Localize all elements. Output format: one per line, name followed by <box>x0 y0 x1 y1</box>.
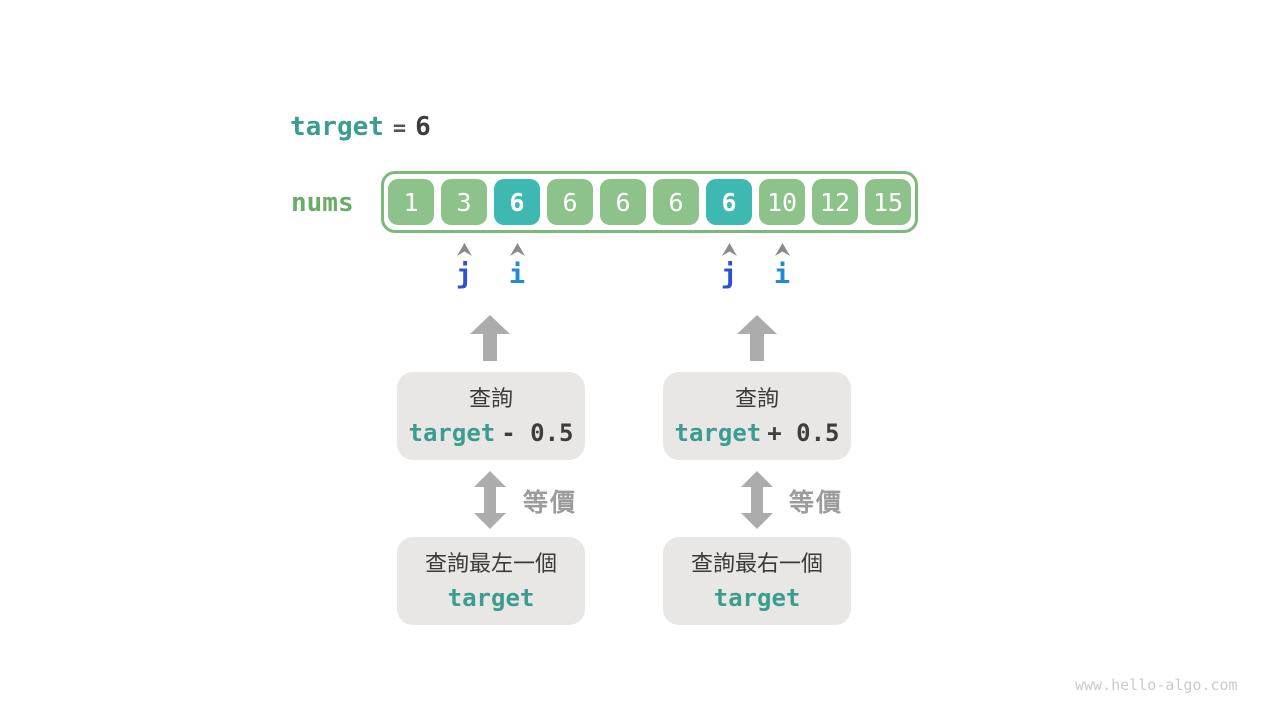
target-variable: target <box>713 583 801 612</box>
target-assignment: target = 6 <box>290 112 431 144</box>
pointer-label: i <box>508 259 526 290</box>
query-text: 查詢 <box>734 385 779 411</box>
pointer-i-right: i <box>767 243 797 290</box>
arrow-up-icon <box>470 315 510 361</box>
pointer-j-left: j <box>449 243 479 290</box>
array-cell: 12 <box>812 179 858 225</box>
watermark: www.hello-algo.com <box>1075 676 1238 694</box>
query-text: 查詢 <box>468 385 513 411</box>
pointer-j-right: j <box>714 243 744 290</box>
array-cell: 6 <box>600 179 646 225</box>
query-box-right: 查詢 target+ 0.5 <box>663 372 851 460</box>
caret-up-icon <box>721 243 737 256</box>
arrow-up-icon <box>737 315 777 361</box>
caret-up-icon <box>456 243 472 256</box>
pointer-label: j <box>455 259 473 290</box>
result-box-right: 查詢最右一個 target <box>663 537 851 625</box>
query-expression: target+ 0.5 <box>675 418 840 448</box>
pointer-label: j <box>720 259 738 290</box>
arrow-up-down-icon <box>741 471 773 529</box>
equivalence-label: 等價 <box>789 489 844 517</box>
result-text: 查詢最右一個 <box>690 550 823 576</box>
array-cell: 6 <box>653 179 699 225</box>
nums-label: nums <box>291 188 354 218</box>
pointer-label: i <box>773 259 791 290</box>
result-box-left: 查詢最左一個 target <box>397 537 585 625</box>
array-cell: 15 <box>865 179 911 225</box>
result-text: 查詢最左一個 <box>424 550 557 576</box>
pointer-i-left: i <box>502 243 532 290</box>
expression-op: + 0.5 <box>767 418 840 447</box>
equals-sign: = <box>392 116 407 141</box>
expression-op: - 0.5 <box>501 418 574 447</box>
nums-array: 1 3 6 6 6 6 6 10 12 15 <box>381 171 918 233</box>
target-variable: target <box>290 112 384 142</box>
array-cell: 6 <box>494 179 540 225</box>
array-cell: 6 <box>706 179 752 225</box>
array-cell: 3 <box>441 179 487 225</box>
target-variable: target <box>447 583 535 612</box>
target-variable: target <box>674 418 762 447</box>
array-cell: 1 <box>388 179 434 225</box>
caret-up-icon <box>509 243 525 256</box>
target-variable: target <box>408 418 496 447</box>
arrow-up-down-icon <box>474 471 506 529</box>
array-cell: 6 <box>547 179 593 225</box>
equivalence-label: 等價 <box>523 489 578 517</box>
target-value: 6 <box>415 112 431 142</box>
array-cell: 10 <box>759 179 805 225</box>
caret-up-icon <box>774 243 790 256</box>
query-box-left: 查詢 target- 0.5 <box>397 372 585 460</box>
query-expression: target- 0.5 <box>409 418 574 448</box>
